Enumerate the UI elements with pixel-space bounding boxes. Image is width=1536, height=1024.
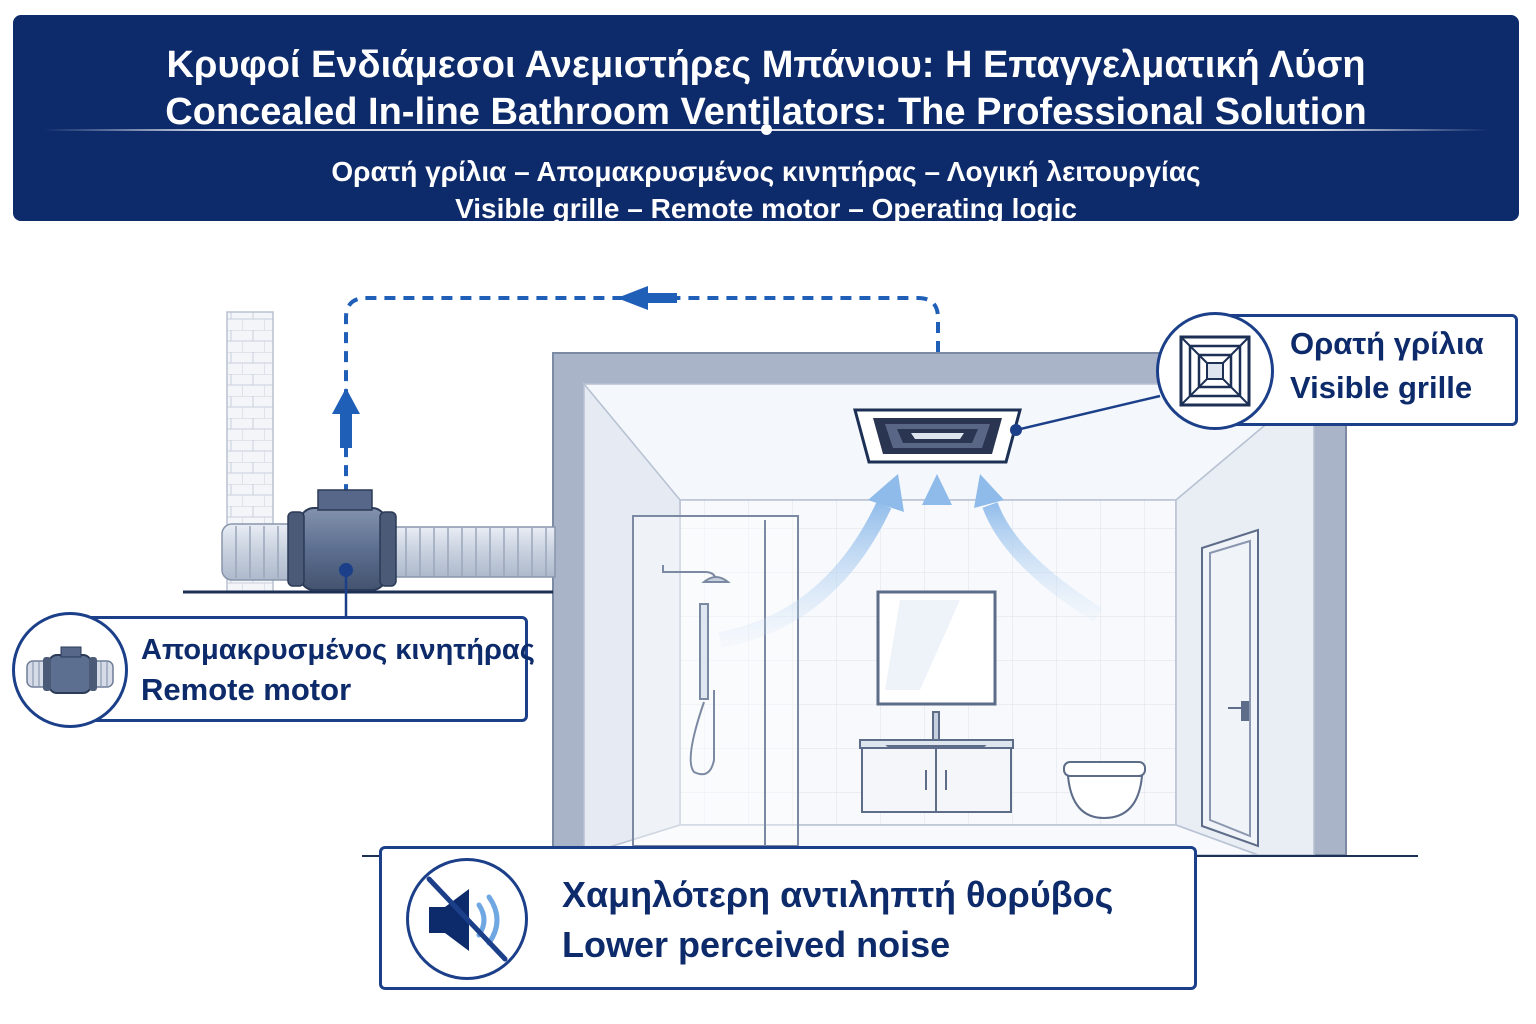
noise-callout-badge (406, 858, 528, 980)
inline-fan-icon (26, 646, 114, 694)
subtitle-greek: Ορατή γρίλια – Απομακρυσμένος κινητήρας … (331, 156, 1201, 187)
airflow-arrows (718, 474, 1103, 648)
flexible-duct (221, 523, 556, 581)
route-arrow-up (332, 388, 360, 414)
header-divider-dot (761, 124, 772, 135)
inline-fan-motor (287, 489, 397, 591)
noise-label-english: Lower perceived noise (562, 924, 951, 965)
header-banner: Κρυφοί Ενδιάμεσοι Ανεμιστήρες Μπάνιου: Η… (13, 15, 1519, 224)
subtitle-english: Visible grille – Remote motor – Operatin… (455, 193, 1077, 224)
grille-label-english: Visible grille (1290, 370, 1473, 405)
grille-callout-leader (1015, 394, 1161, 432)
grille-label-greek: Ορατή γρίλια (1290, 326, 1484, 361)
route-arrow-up-shaft (340, 412, 352, 448)
door (1201, 528, 1259, 848)
vanity-sink (859, 711, 1014, 813)
motor-callout-badge (12, 612, 128, 728)
duct-ribs (235, 526, 547, 578)
motor-callout (70, 616, 528, 722)
shower-enclosure (632, 515, 799, 847)
grille-leader-dot (1010, 424, 1022, 436)
toilet (1063, 761, 1146, 820)
route-arrow-left-shaft (637, 293, 677, 303)
ceiling-grille (853, 408, 1022, 464)
motor-label-english: Remote motor (141, 672, 352, 707)
muted-speaker-icon (426, 876, 508, 962)
grille-callout-badge (1156, 312, 1274, 430)
motor-label-greek: Απομακρυσμένος κινητήρας (141, 634, 535, 666)
noise-label-greek: Χαμηλότερη αντιληπτή θορύβος (562, 874, 1114, 915)
route-arrow-left (617, 286, 648, 310)
title-greek: Κρυφοί Ενδιάμεσοι Ανεμιστήρες Μπάνιου: Η… (166, 44, 1366, 86)
grille-icon (1179, 335, 1251, 407)
